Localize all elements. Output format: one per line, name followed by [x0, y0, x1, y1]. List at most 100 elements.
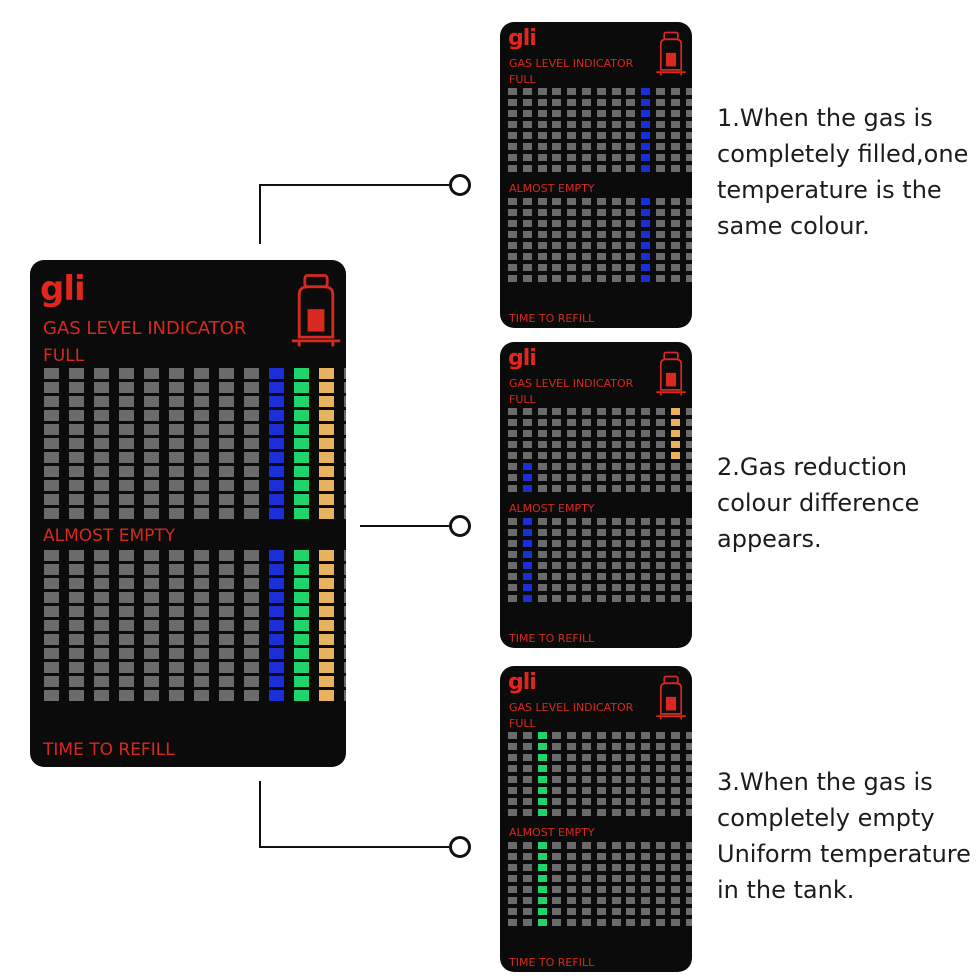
indicator-cell: [537, 765, 547, 772]
indicator-cell: [219, 424, 234, 435]
indicator-cell: [641, 886, 651, 893]
indicator-cell: [641, 154, 651, 161]
indicator-cell: [244, 676, 259, 687]
indicator-cell: [319, 634, 334, 645]
indicator-cell: [656, 595, 665, 602]
indicator-cell: [567, 908, 577, 915]
indicator-cell: [537, 264, 547, 271]
indicator-cell: [552, 754, 562, 761]
indicator-cell: [522, 595, 532, 602]
indicator-cell: [626, 765, 636, 772]
indicator-cell: [294, 494, 309, 505]
indicator-cell: [194, 494, 209, 505]
indicator-cell: [319, 606, 334, 617]
indicator-cell: [319, 564, 334, 575]
indicator-cell: [685, 99, 692, 106]
indicator-cell: [344, 606, 346, 617]
indicator-cell: [567, 463, 577, 470]
indicator-cell: [94, 578, 109, 589]
indicator-cell: [567, 264, 577, 271]
indicator-cell: [670, 886, 680, 893]
indicator-cell: [508, 452, 517, 459]
indicator-cell: [596, 264, 606, 271]
indicator-cell: [596, 452, 606, 459]
indicator-cell: [219, 648, 234, 659]
indicator-cell: [537, 732, 547, 739]
indicator-cell: [656, 518, 665, 525]
indicator-cell: [344, 382, 346, 393]
indicator-cell: [144, 494, 159, 505]
indicator-cell: [319, 620, 334, 631]
indicator-cell: [626, 264, 636, 271]
indicator-cell: [626, 875, 636, 882]
indicator-cell: [611, 463, 621, 470]
indicator-cell: [508, 754, 517, 761]
indicator-cell: [596, 573, 606, 580]
indicator-cell: [194, 662, 209, 673]
indicator-cell: [508, 408, 517, 415]
indicator-cell: [596, 165, 606, 172]
indicator-cell: [567, 408, 577, 415]
indicator-cell: [522, 253, 532, 260]
indicator-cell: [194, 620, 209, 631]
indicator-cell: [567, 253, 577, 260]
indicator-cell: [69, 396, 84, 407]
indicator-cell: [508, 842, 517, 849]
gas-cylinder-icon: [291, 274, 341, 347]
indicator-cell: [537, 798, 547, 805]
indicator-cell: [537, 573, 547, 580]
indicator-cell: [626, 132, 636, 139]
indicator-cell: [552, 441, 562, 448]
indicator-cell: [641, 209, 651, 216]
indicator-cell: [522, 743, 532, 750]
connector-dot-2: [449, 515, 471, 537]
indicator-cell: [567, 732, 577, 739]
indicator-cell: [294, 676, 309, 687]
indicator-cell: [626, 143, 636, 150]
indicator-cell: [522, 275, 532, 282]
indicator-cell: [670, 754, 680, 761]
indicator-cell: [685, 121, 692, 128]
caption-line: appears.: [717, 525, 822, 553]
indicator-cell: [596, 540, 606, 547]
indicator-cell: [508, 595, 517, 602]
indicator-cell: [670, 809, 680, 816]
indicator-cell: [626, 540, 636, 547]
indicator-cell: [94, 424, 109, 435]
indicator-cell: [522, 485, 532, 492]
indicator-cell: [567, 452, 577, 459]
indicator-cell: [641, 787, 651, 794]
indicator-cell: [596, 253, 606, 260]
indicator-cell: [522, 198, 532, 205]
indicator-cell: [685, 408, 692, 415]
indicator-cell: [552, 875, 562, 882]
indicator-cell: [552, 242, 562, 249]
indicator-cell: [626, 732, 636, 739]
indicator-cell: [294, 662, 309, 673]
indicator-cell: [144, 620, 159, 631]
indicator-cell: [641, 776, 651, 783]
indicator-cell: [69, 438, 84, 449]
indicator-cell: [582, 463, 591, 470]
indicator-cell: [626, 99, 636, 106]
indicator-cell: [244, 368, 259, 379]
indicator-cell: [44, 480, 59, 491]
indicator-cell: [194, 564, 209, 575]
indicator-cell: [119, 424, 134, 435]
indicator-cell: [656, 132, 665, 139]
indicator-cell: [69, 452, 84, 463]
indicator-cell: [670, 875, 680, 882]
indicator-cell: [522, 732, 532, 739]
indicator-cell: [194, 508, 209, 519]
indicator-cell: [169, 550, 184, 561]
indicator-cell: [537, 242, 547, 249]
indicator-cell: [94, 452, 109, 463]
indicator-cell: [537, 743, 547, 750]
indicator-cell: [611, 198, 621, 205]
caption-line: completely empty: [717, 804, 935, 832]
indicator-cell: [537, 198, 547, 205]
indicator-cell: [269, 494, 284, 505]
indicator-cell: [670, 540, 680, 547]
indicator-cell: [685, 809, 692, 816]
indicator-cell: [670, 897, 680, 904]
